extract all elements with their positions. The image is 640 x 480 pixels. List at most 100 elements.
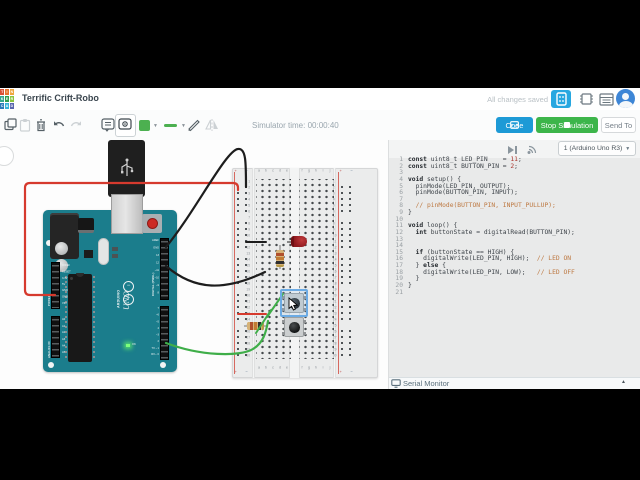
wire-5v-red[interactable] [23,181,240,297]
code-line: 21 [389,289,640,297]
atmega-chip [68,273,92,362]
wire-gnd-black[interactable] [164,147,248,249]
usb-cable-plug[interactable] [108,140,145,197]
code-token: ; [514,162,518,170]
power-header[interactable] [51,262,60,309]
chevron-down-icon[interactable]: ▼ [181,123,186,129]
digital-header-bottom[interactable] [160,306,169,360]
rail-hole [340,197,344,201]
code-line: 9} [389,209,640,217]
code-token: } [408,262,424,269]
debugger-button[interactable] [504,141,520,158]
rail-hole [236,209,240,213]
stop-simulation-button[interactable]: Stop Simulation [536,117,598,133]
notes-button[interactable] [100,116,116,133]
rail-hole [340,233,344,237]
code-token: // pinMode(BUTTON_PIN, INPUT_PULLUP); [408,202,556,210]
led-red[interactable] [291,236,307,247]
wire-pin11-black[interactable] [164,264,267,287]
code-token: buttonState = digitalRead(BUTTON_PIN); [426,228,575,236]
wire-draw-button[interactable] [186,116,202,133]
redo-button[interactable] [68,116,84,133]
note-icon [101,117,115,132]
rail-hole [340,245,344,249]
code-line: 12 int buttonState = digitalRead(BUTTON_… [389,228,640,237]
undo-button[interactable] [51,116,67,133]
code-line: 5 pinMode(LED_PIN, OUTPUT); [389,183,640,191]
arduino-logo-plus: + [123,294,134,305]
code-line: 11 void loop() { [389,222,640,230]
board-selector-dropdown[interactable]: 1 (Arduino Uno R3) ▼ [558,141,636,156]
rail-hole [340,317,344,321]
code-panel[interactable] [389,140,640,377]
reset-button[interactable] [147,218,158,229]
pushbutton-cap [289,322,300,333]
serial-expand-caret[interactable]: ▲ [621,379,626,385]
rail-hole [236,197,240,201]
trash-icon [37,118,45,131]
logo-tile: D [9,102,14,109]
mirror-button[interactable] [204,116,220,133]
pushbutton[interactable] [282,317,306,337]
button-leg [282,320,285,323]
paste-button[interactable] [17,116,33,133]
code-token: // LED ON [536,255,572,263]
list-view-button[interactable] [596,90,616,108]
chevron-down-icon[interactable]: ▼ [153,123,158,129]
code-token: if [415,248,424,256]
rail-hole [348,335,352,339]
logo-tile: N [9,89,14,96]
serial-monitor-bar[interactable] [389,377,640,389]
components-panel-button[interactable] [551,90,571,108]
rail-hole [348,281,352,285]
code-token: loop() { [423,222,458,230]
pencil-icon [188,119,200,132]
rail-hole [236,245,240,249]
code-token: (buttonState == HIGH) { [423,248,515,256]
code-line: 7 [389,196,640,204]
wire-style-picker[interactable] [164,124,177,127]
color-picker-swatch[interactable] [139,120,150,131]
delete-button[interactable] [33,116,49,133]
rail-hole [244,203,248,207]
rail-hole [340,347,344,351]
wire-pin2-green[interactable] [164,319,270,356]
zoom-to-fit-button[interactable] [0,146,14,166]
send-to-button[interactable]: Send To [601,117,636,133]
wire-green-jumper-2[interactable] [255,309,272,334]
code-line: 13 [389,235,640,244]
line-number: 1 [399,156,403,163]
usb-controller-chip [84,250,93,258]
code-button[interactable]: Code [496,117,533,133]
mouse-cursor [288,297,299,311]
chip-legs [65,276,67,360]
analog-header[interactable] [51,316,60,358]
code-icon [510,121,519,129]
user-avatar[interactable] [616,89,635,108]
code-text: } [403,209,412,217]
code-token: // LED OFF [536,268,575,276]
rail-hole [244,305,248,309]
rail-hole [244,269,248,273]
code-button-label: Code [505,120,524,130]
copy-button[interactable] [2,116,18,133]
rail-hole [348,239,352,243]
resistor-vertical[interactable] [276,250,284,267]
code-token: uint8_t LED_PIN = [426,156,511,163]
document-title[interactable]: Terrific Crift-Robo [22,93,99,103]
share-signal-button[interactable] [524,141,540,158]
line-number: 11 [395,222,403,230]
rail-hole [244,299,248,303]
rail-hole [236,305,240,309]
ic-chip-button[interactable] [576,90,596,108]
logo-tile: K [0,95,5,103]
line-number: 13 [395,235,403,243]
rail-hole [348,293,352,297]
chip-dot [70,277,73,280]
code-token: void [408,222,424,230]
annotation-visibility-button[interactable] [115,114,136,137]
rail-hole [340,257,344,261]
